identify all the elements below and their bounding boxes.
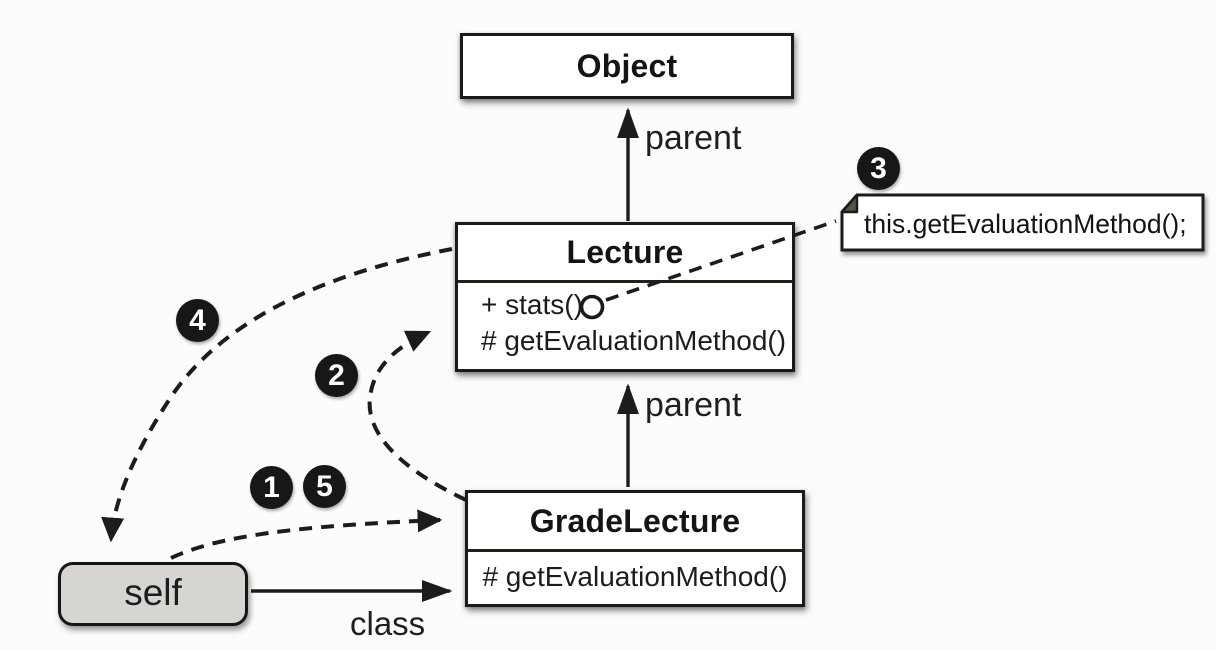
step-badge-2: 2: [315, 354, 358, 397]
code-note-text: this.getEvaluationMethod();: [864, 209, 1187, 239]
step-badge-4: 4: [176, 299, 219, 342]
step-badge-5: 5: [303, 465, 346, 508]
class-box-gradelecture: GradeLecture # getEvaluationMethod(): [465, 490, 805, 607]
method-list-lecture: + stats() # getEvaluationMethod(): [458, 283, 792, 359]
class-edge-label: class: [350, 605, 426, 642]
class-box-object: Object: [460, 33, 794, 99]
step-badge-1: 1: [250, 466, 293, 509]
class-title-object: Object: [576, 48, 678, 84]
class-box-lecture: Lecture + stats() # getEvaluationMethod(…: [455, 222, 795, 372]
method-list-gradelecture: # getEvaluationMethod(): [468, 552, 802, 602]
method-get-evaluation-method: # getEvaluationMethod(): [481, 325, 787, 356]
dispatch-curve-gradelecture-to-lecture: [367, 330, 467, 502]
parent-edge-label-upper: parent: [645, 119, 742, 157]
class-title-gradelecture: GradeLecture: [529, 503, 741, 539]
compartment-divider: [468, 549, 802, 552]
dispatch-curve-self-to-gradelecture: [170, 509, 443, 560]
step-badge-3: 3: [857, 147, 900, 190]
class-title-lecture: Lecture: [566, 234, 684, 270]
note-fold-icon: [840, 193, 859, 214]
parent-edge-label-lower: parent: [645, 386, 742, 424]
method-get-evaluation-method: # getEvaluationMethod(): [482, 561, 788, 592]
self-object-box: self: [58, 562, 248, 626]
method-stats: + stats(): [481, 289, 583, 320]
